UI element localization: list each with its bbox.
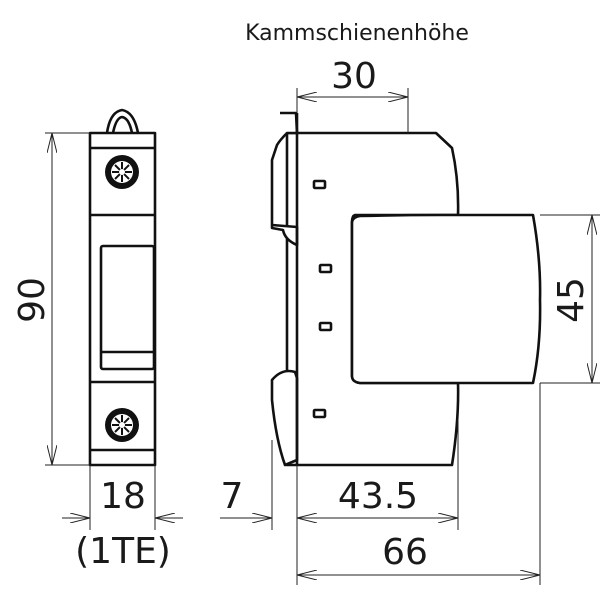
- top-clip-inner: [111, 115, 134, 134]
- led-indicator: [312, 408, 327, 419]
- dim-1te-label: (1TE): [75, 531, 171, 572]
- side-view: [270, 111, 542, 467]
- dim-43-5-label: 43.5: [338, 476, 418, 517]
- title-label: Kammschienenhöhe: [245, 21, 469, 46]
- front-cap: [350, 213, 542, 385]
- dimension-lines: [45, 88, 600, 585]
- dim-30-label: 30: [331, 56, 377, 97]
- bottom-rail-clip: [270, 369, 299, 467]
- screw-icon: [105, 155, 139, 189]
- front-view: [88, 108, 157, 467]
- dim-7-label: 7: [221, 476, 244, 517]
- window: [99, 244, 156, 371]
- top-rail-clip: [270, 111, 299, 247]
- dim-18-label: 18: [100, 476, 146, 517]
- dim-90-label: 90: [12, 277, 53, 323]
- led-indicator: [318, 263, 333, 274]
- led-indicator: [318, 321, 333, 332]
- led-indicator: [312, 179, 327, 190]
- dim-66-label: 66: [382, 532, 428, 573]
- screw-icon: [105, 408, 139, 442]
- dim-45-label: 45: [551, 277, 592, 323]
